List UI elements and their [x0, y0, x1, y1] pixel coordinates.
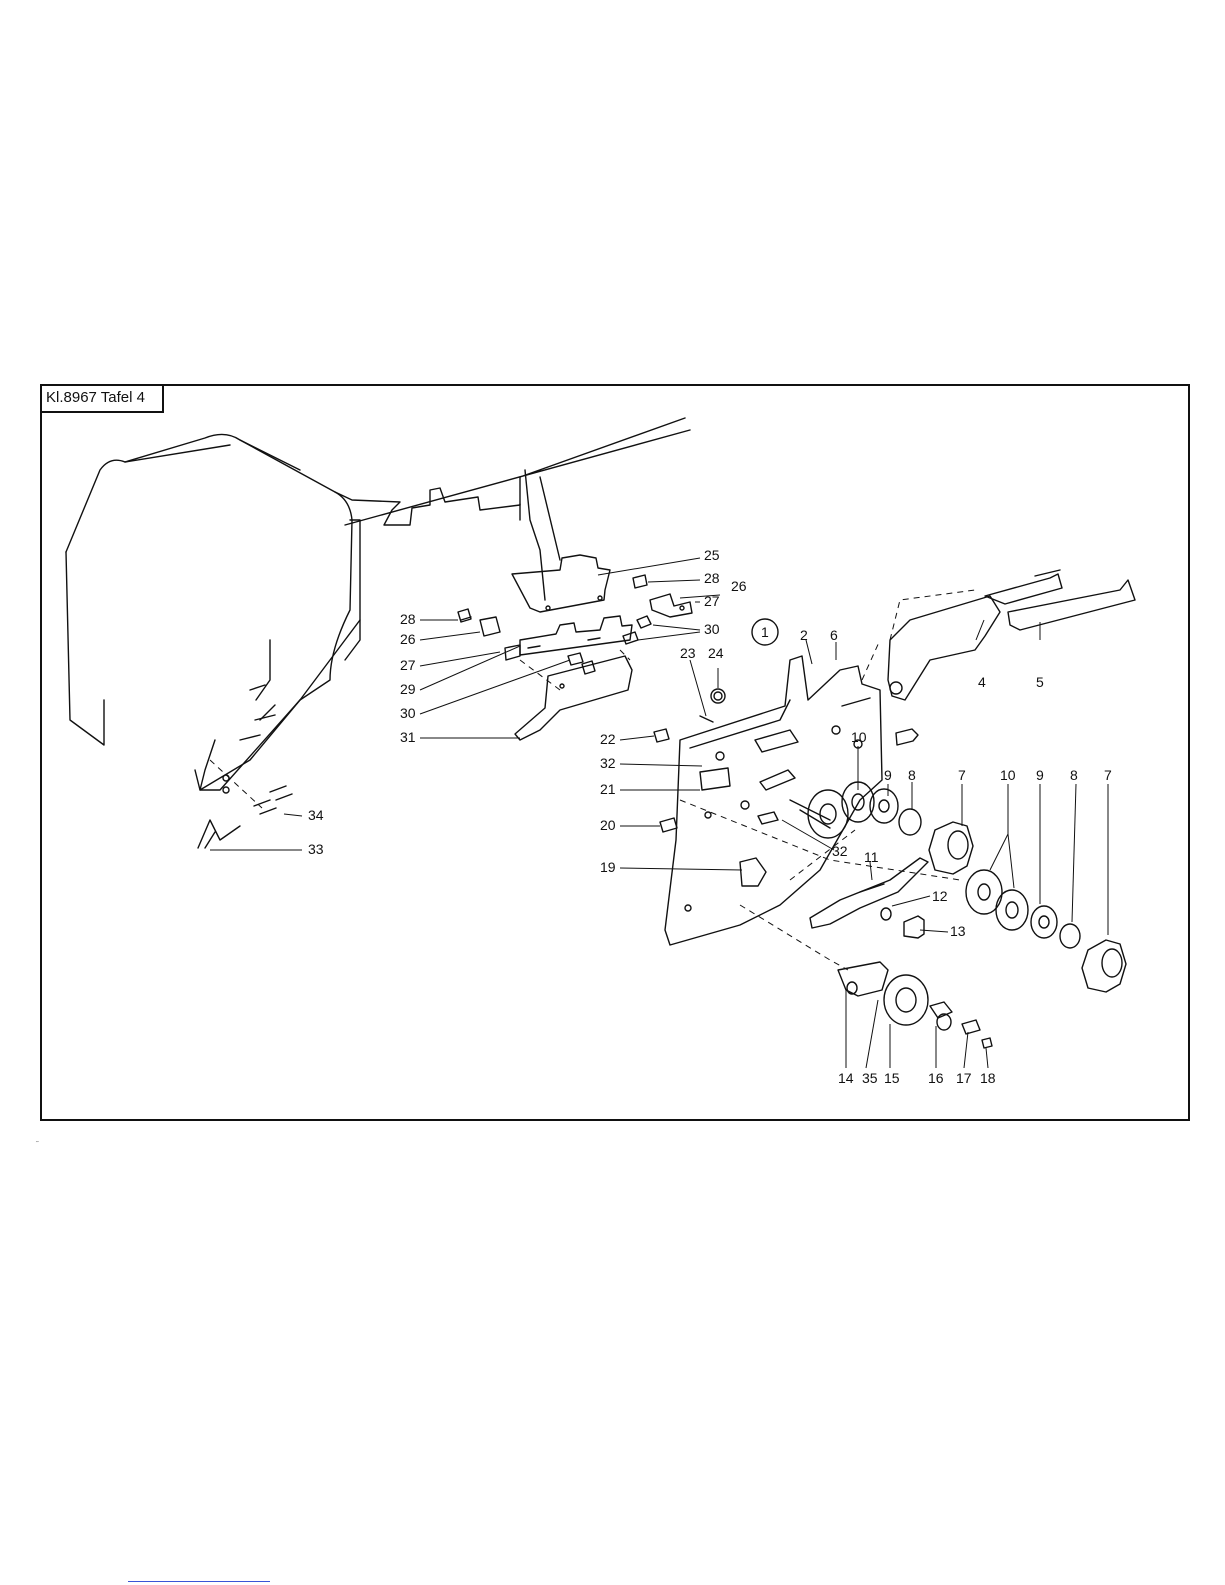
- part-2-main-plate: [665, 656, 882, 945]
- callout-label: 34: [308, 807, 324, 823]
- callout-label: 27: [704, 593, 720, 609]
- leader-lines: [210, 558, 1108, 1068]
- callout-label: 8: [908, 767, 916, 783]
- dial-chain-upper: [808, 782, 973, 874]
- callout-label: 27: [400, 657, 416, 673]
- callout-label: 12: [932, 888, 948, 904]
- callout-label: 10: [851, 729, 867, 745]
- callout-label: 7: [958, 767, 966, 783]
- group-number: 1: [761, 624, 769, 640]
- callout-label: 18: [980, 1070, 996, 1086]
- part-11-lever: [810, 858, 928, 928]
- callout-label: 21: [600, 781, 616, 797]
- callout-label: 31: [400, 729, 416, 745]
- callout-label: 28: [400, 611, 416, 627]
- callout-label: 15: [884, 1070, 900, 1086]
- callout-label: 4: [978, 674, 986, 690]
- callout-label: 23: [680, 645, 696, 661]
- part-34-spring: [254, 786, 292, 814]
- callout-label: 24: [708, 645, 724, 661]
- callout-label: 6: [830, 627, 838, 643]
- callout-label: 20: [600, 817, 616, 833]
- callout-label: 25: [704, 547, 720, 563]
- callout-label: 26: [731, 578, 747, 594]
- callout-label: 22: [600, 731, 616, 747]
- callout-label: 26: [400, 631, 416, 647]
- callout-label: 28: [704, 570, 720, 586]
- machine-housing: [66, 418, 690, 793]
- callout-label: 17: [956, 1070, 972, 1086]
- part-21-dial-scale: [700, 768, 730, 790]
- callout-label: 35: [862, 1070, 878, 1086]
- part-26-clip-left: [480, 617, 500, 636]
- callout-label: 14: [838, 1070, 854, 1086]
- callout-label: 29: [400, 681, 416, 697]
- callout-label: 32: [600, 755, 616, 771]
- callout-label: 30: [704, 621, 720, 637]
- callout-label: 10: [1000, 767, 1016, 783]
- part-31-cover-plate: [515, 656, 632, 740]
- part-33-pin: [198, 820, 240, 848]
- callout-label: 2: [800, 627, 808, 643]
- part-5-lever-arm: [985, 574, 1062, 604]
- part-15-knob: [884, 975, 928, 1025]
- dial-chain-lower: [966, 870, 1126, 992]
- callout-label: 19: [600, 859, 616, 875]
- part-29-hinge-strip: [520, 616, 632, 655]
- assembly-lines: [210, 590, 975, 970]
- callout-label: 16: [928, 1070, 944, 1086]
- callout-label: 9: [1036, 767, 1044, 783]
- callout-label: 33: [308, 841, 324, 857]
- callout-label: 5: [1036, 674, 1044, 690]
- callout-label: 13: [950, 923, 966, 939]
- part-25-cover: [512, 555, 610, 612]
- callout-label: 32: [832, 843, 848, 859]
- callout-label: 8: [1070, 767, 1078, 783]
- callout-label: 30: [400, 705, 416, 721]
- callout-label: 7: [1104, 767, 1112, 783]
- part-13-knob-screw: [904, 916, 924, 938]
- callout-label: 11: [864, 849, 879, 865]
- callout-label: 9: [884, 767, 892, 783]
- part-19-cam: [740, 858, 766, 886]
